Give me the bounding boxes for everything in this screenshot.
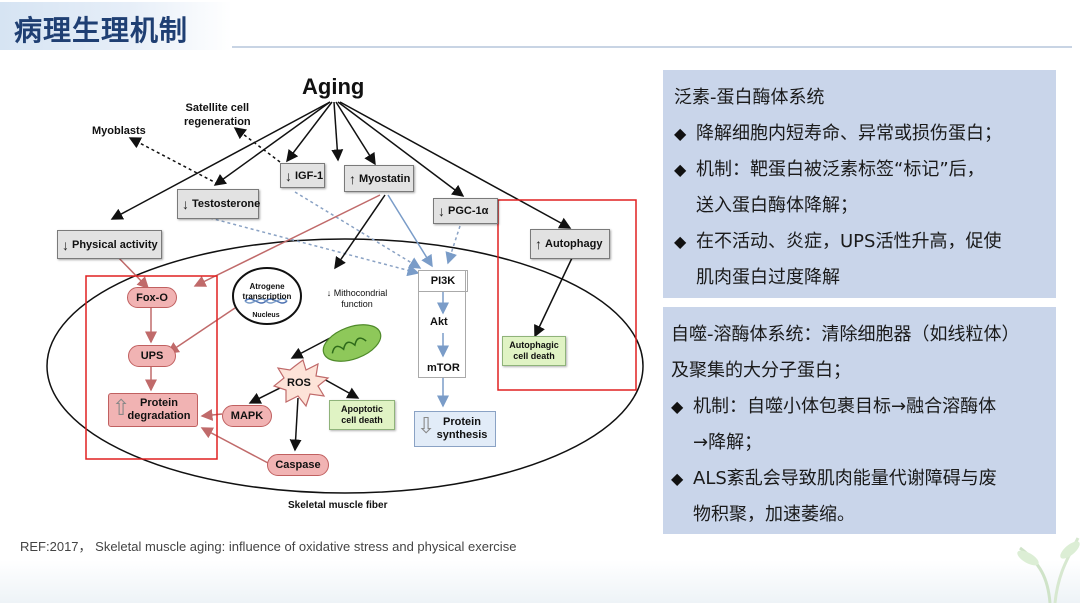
autophagy-node: ↑Autophagy [530,229,610,259]
mito-label: ↓ Mithocondrial function [316,288,398,310]
ros-burst [272,359,330,408]
ups-heading: 泛素-蛋白酶体系统 [674,87,825,108]
als-heading-2: 及聚集的大分子蛋白； [671,360,851,381]
atrogene-line-2: transcription [242,292,292,301]
autophagic-line-2: cell death [513,351,555,361]
pi3k-node: PI3K [418,270,468,292]
diamond-bullet-icon: ◆ [674,160,687,179]
atrogene-label: Atrogene transcription [234,282,300,302]
myoblasts-label: Myoblasts [92,125,146,137]
bottom-decoration [0,560,1080,603]
apoptotic-line-1: Apoptotic [341,404,383,414]
caspase-node: Caspase [267,454,329,476]
up-arrow-icon: ↑ [349,170,356,187]
satellite-label: Satellite cell regeneration [184,101,251,129]
protein-degradation-node: Protein degradation [108,393,198,427]
protein-degradation-line-1: Protein [140,397,178,409]
testosterone-label: Testosterone [192,198,261,210]
als-bullet-2: ◆ ALS紊乱会导致肌肉能量代谢障碍与废 [671,461,1046,497]
als-panel: 自噬-溶酶体系统：清除细胞器（如线粒体） 及聚集的大分子蛋白； ◆ 机制：自噬小体… [663,307,1056,534]
diamond-bullet-icon: ◆ [674,232,687,251]
testosterone-node: ↓Testosterone [177,189,261,219]
ups-bullet-3: ◆ 在不活动、炎症，UPS活性升高，促使 [674,224,1046,260]
ups-bullet-2: ◆ 机制：靶蛋白被泛素标签“标记”后， [674,152,1046,188]
muscle-fiber-ellipse [46,238,644,494]
highlight-box-autophagy [497,199,637,391]
ups-bullet-1: ◆ 降解细胞内短寿命、异常或损伤蛋白； [674,116,1046,152]
als-bullet-1: ◆ 机制：自噬小体包裹目标→融合溶酶体 [671,389,1046,425]
igf1-label: IGF-1 [295,169,324,182]
satellite-line-1: Satellite cell [185,102,250,114]
als-heading-1: 自噬-溶酶体系统：清除细胞器（如线粒体） [671,324,1020,345]
myostatin-label: Myostatin [359,172,411,185]
fiber-label: Skeletal muscle fiber [288,500,388,511]
igf1-node: ↓IGF-1 [280,163,325,188]
mapk-node: MAPK [222,405,272,427]
down-arrow-icon: ↓ [285,167,292,184]
highlight-box-ups [85,275,218,460]
ups-node: UPS [128,345,176,367]
diagram-arrows [46,101,644,494]
aging-label: Aging [302,74,365,99]
akt-label: Akt [430,316,448,328]
protein-synthesis-line-2: synthesis [436,429,488,441]
ups-bullet-2-cont: 送入蛋白酶体降解； [696,195,858,216]
satellite-line-2: regeneration [184,116,251,128]
pgc1a-label: PGC-1α [448,205,489,217]
mtor-label: mTOR [427,362,460,374]
atrogene-line-1: Atrogene [249,282,285,291]
down-arrow-icon: ↓ [182,196,189,212]
autophagic-death-node: Autophagic cell death [502,336,566,366]
mito-line-1: ↓ Mithocondrial [326,288,388,298]
protein-synthesis-line-1: Protein [443,416,481,428]
diamond-bullet-icon: ◆ [674,124,687,143]
pathway-diagram: Aging Satellite cell regeneration Myobla… [40,68,650,528]
apoptotic-node: Apoptotic cell death [329,400,395,430]
myostatin-node: ↑Myostatin [344,165,414,192]
nucleus-ellipse [232,267,302,325]
page-title: 病理生理机制 [14,14,189,47]
title-divider [232,46,1072,48]
ups-bullet-2-text: 机制：靶蛋白被泛素标签“标记”后， [696,159,985,180]
plant-decoration [1017,537,1080,603]
mito-line-2: function [341,299,373,309]
pi3k-column [418,270,466,378]
ups-bullet-3-cont: 肌肉蛋白过度降解 [696,267,840,288]
ups-panel: 泛素-蛋白酶体系统 ◆ 降解细胞内短寿命、异常或损伤蛋白； ◆ 机制：靶蛋白被泛素标… [663,70,1056,298]
mito-text-1: Mithocondrial [333,288,388,298]
title-bar: 病理生理机制 [0,0,1080,56]
nucleus-label: Nucleus [252,312,280,319]
up-arrow-icon: ⇧ [112,396,131,421]
physical-activity-node: ↓Physical activity [57,230,162,259]
als-bullet-1-text: 机制：自噬小体包裹目标→融合溶酶体 [693,396,997,417]
foxo-node: Fox-O [127,287,177,308]
protein-synthesis-node: Protein synthesis [414,411,496,447]
ups-bullet-1-text: 降解细胞内短寿命、异常或损伤蛋白； [696,123,1002,144]
reference-text: REF:2017， Skeletal muscle aging: influen… [20,539,517,554]
down-arrow-icon: ⇩ [417,414,436,439]
autophagy-label: Autophagy [545,238,603,250]
title-accent [0,2,232,50]
ros-label: ROS [287,377,311,389]
up-arrow-icon: ↑ [535,236,542,252]
apoptotic-line-2: cell death [341,415,383,425]
diamond-bullet-icon: ◆ [671,469,684,488]
als-bullet-1-cont: →降解； [693,432,763,453]
ups-bullet-3-text: 在不活动、炎症，UPS活性升高，促使 [696,231,1002,252]
als-bullet-2-cont: 物积聚，加速萎缩。 [693,504,855,525]
physical-activity-label: Physical activity [72,238,158,251]
down-arrow-icon: ↓ [62,236,69,253]
autophagic-line-1: Autophagic [509,340,559,350]
pgc1a-node: ↓PGC-1α [433,198,498,224]
als-bullet-2-text: ALS紊乱会导致肌肉能量代谢障碍与废 [693,468,997,489]
protein-degradation-line-2: degradation [127,410,191,422]
diamond-bullet-icon: ◆ [671,397,684,416]
down-arrow-icon: ↓ [438,203,445,219]
